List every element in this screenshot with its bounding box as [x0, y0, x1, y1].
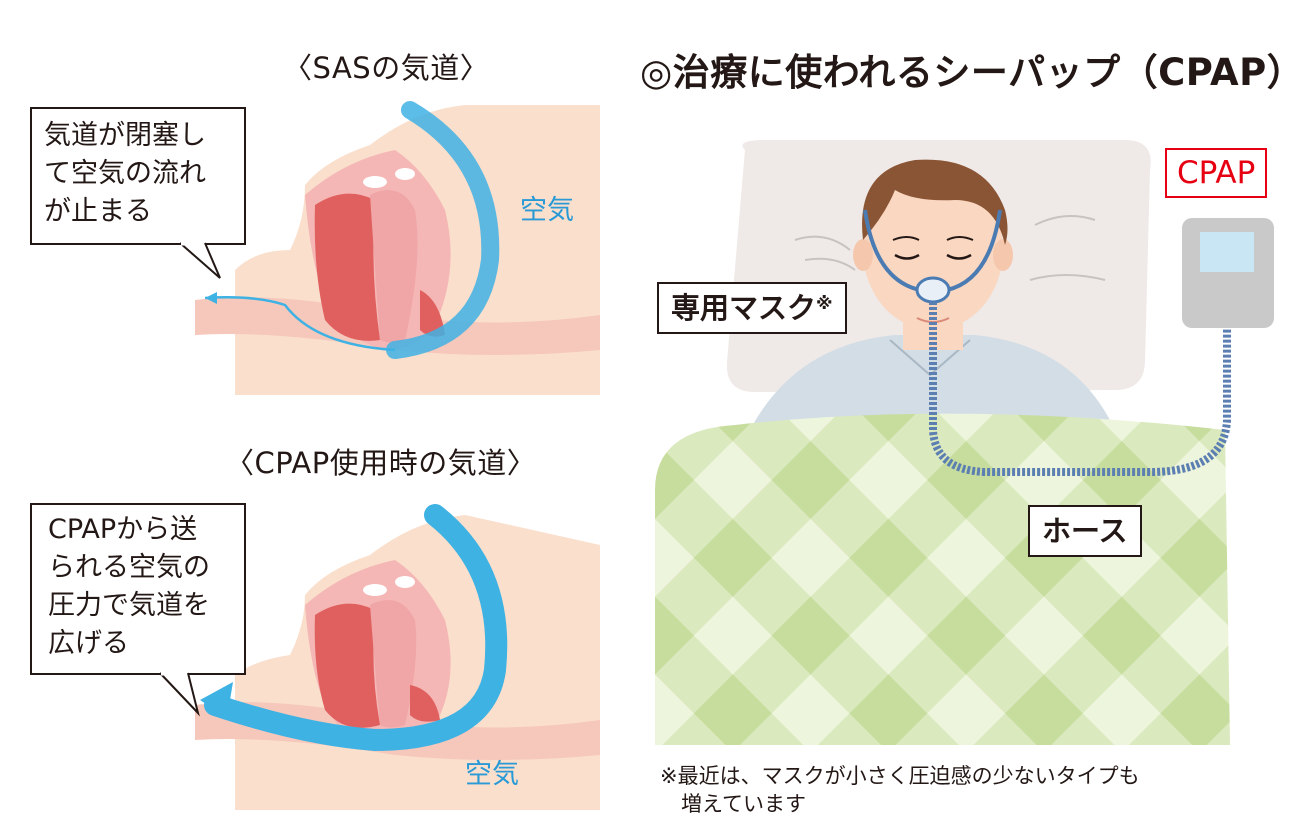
sas-bubble-line-1: 気道が閉塞し — [44, 120, 206, 151]
mask-label-text: 専用マスク — [671, 291, 817, 325]
tooth-right — [395, 576, 415, 588]
open-air-channel — [204, 504, 508, 752]
cpap-device-label: CPAP — [1165, 148, 1268, 198]
cpap-bubble-line-2: られる空気の — [48, 552, 210, 583]
sleeping-patient-scene — [655, 140, 1274, 745]
back-airflow-line — [204, 296, 396, 352]
sas-air-label: 空気 — [520, 195, 574, 226]
treatment-title: ◎治療に使われるシーパップ（CPAP） — [640, 51, 1305, 94]
cpap-airway-illustration — [195, 504, 600, 810]
uvula — [420, 290, 445, 337]
sas-bubble-tail — [179, 242, 221, 279]
cpap-speech-bubble: CPAPから送 られる空気の 圧力で気道を 広げる — [30, 503, 246, 675]
uvula — [410, 685, 440, 722]
tongue — [370, 190, 418, 343]
sas-airway-illustration — [195, 101, 600, 395]
face — [863, 170, 1003, 330]
mask-label: 専用マスク※ — [657, 282, 847, 334]
footnote: ※最近は、マスクが小さく圧迫感の少ないタイプも 増えています — [660, 762, 1140, 818]
cpap-airway-title: 〈CPAP使用時の気道〉 — [225, 446, 537, 480]
mask-label-mark: ※ — [816, 294, 833, 314]
cpap-bubble-line-1: CPAPから送 — [48, 514, 198, 545]
tongue — [370, 600, 417, 728]
back-airflow-arrowhead — [205, 292, 217, 304]
mouth-cavity — [314, 193, 380, 341]
cpap-device-screen — [1200, 232, 1254, 272]
footnote-line-1: ※最近は、マスクが小さく圧迫感の少ないタイプも — [660, 764, 1140, 788]
airflow-arrowhead — [200, 682, 233, 718]
cpap-bubble-line-4: 広げる — [48, 628, 129, 659]
sas-bubble-line-3: が止まる — [44, 196, 152, 227]
tooth-right — [395, 168, 415, 180]
blanket — [655, 413, 1230, 745]
cpap-air-label: 空気 — [465, 759, 519, 790]
mouth-cavity — [314, 603, 380, 728]
hose — [929, 302, 1231, 476]
cpap-bubble-line-3: 圧力で気道を — [48, 590, 210, 621]
tooth-left — [363, 176, 387, 188]
tooth-left — [363, 584, 387, 596]
sas-speech-bubble: 気道が閉塞し て空気の流れ が止まる — [30, 107, 246, 245]
sas-bubble-line-2: て空気の流れ — [44, 158, 206, 189]
nasal-mask — [915, 276, 951, 304]
hair — [862, 159, 1008, 245]
sas-airway-title: 〈SASの気道〉 — [283, 51, 490, 85]
footnote-line-2: 増えています — [660, 792, 806, 816]
hose-label: ホース — [1028, 505, 1142, 557]
blocked-air-channel — [386, 101, 500, 359]
cpap-bubble-tail — [159, 672, 200, 717]
